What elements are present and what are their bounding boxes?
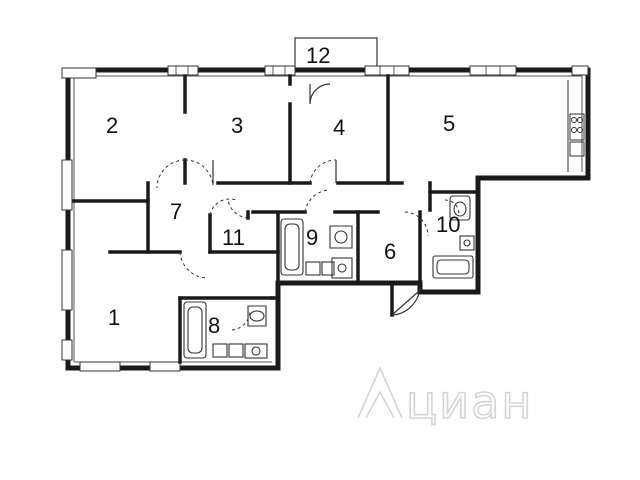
room-label-7: 7 xyxy=(170,199,182,224)
room-label-12: 12 xyxy=(306,43,330,68)
room-label-10: 10 xyxy=(436,212,460,237)
outer-wall-inner-lines xyxy=(73,75,583,363)
room-label-4: 4 xyxy=(333,115,345,140)
room-label-6: 6 xyxy=(384,239,396,264)
room-label-9: 9 xyxy=(306,225,318,250)
bathroom-8-fixtures xyxy=(183,301,268,359)
bathroom-10-fixtures xyxy=(432,195,475,279)
door-swings xyxy=(156,159,460,331)
door-leaves xyxy=(212,83,421,316)
room-label-5: 5 xyxy=(443,111,455,136)
cian-watermark: циан xyxy=(357,366,533,430)
window-mullions xyxy=(175,66,501,75)
room-label-8: 8 xyxy=(208,313,220,338)
watermark-text: циан xyxy=(406,375,533,429)
bathroom-9-fixtures xyxy=(280,218,353,279)
windows xyxy=(61,65,589,372)
interior-walls xyxy=(72,74,480,364)
room-label-2: 2 xyxy=(106,113,118,138)
outer-walls xyxy=(65,67,591,371)
kitchen-fixtures xyxy=(567,80,585,172)
room-label-11: 11 xyxy=(222,225,245,250)
house-logo-icon xyxy=(357,366,403,419)
room-label-1: 1 xyxy=(108,305,120,330)
room-labels: 1 2 3 4 5 6 7 8 9 10 11 12 xyxy=(106,43,460,338)
room-label-3: 3 xyxy=(231,113,243,138)
